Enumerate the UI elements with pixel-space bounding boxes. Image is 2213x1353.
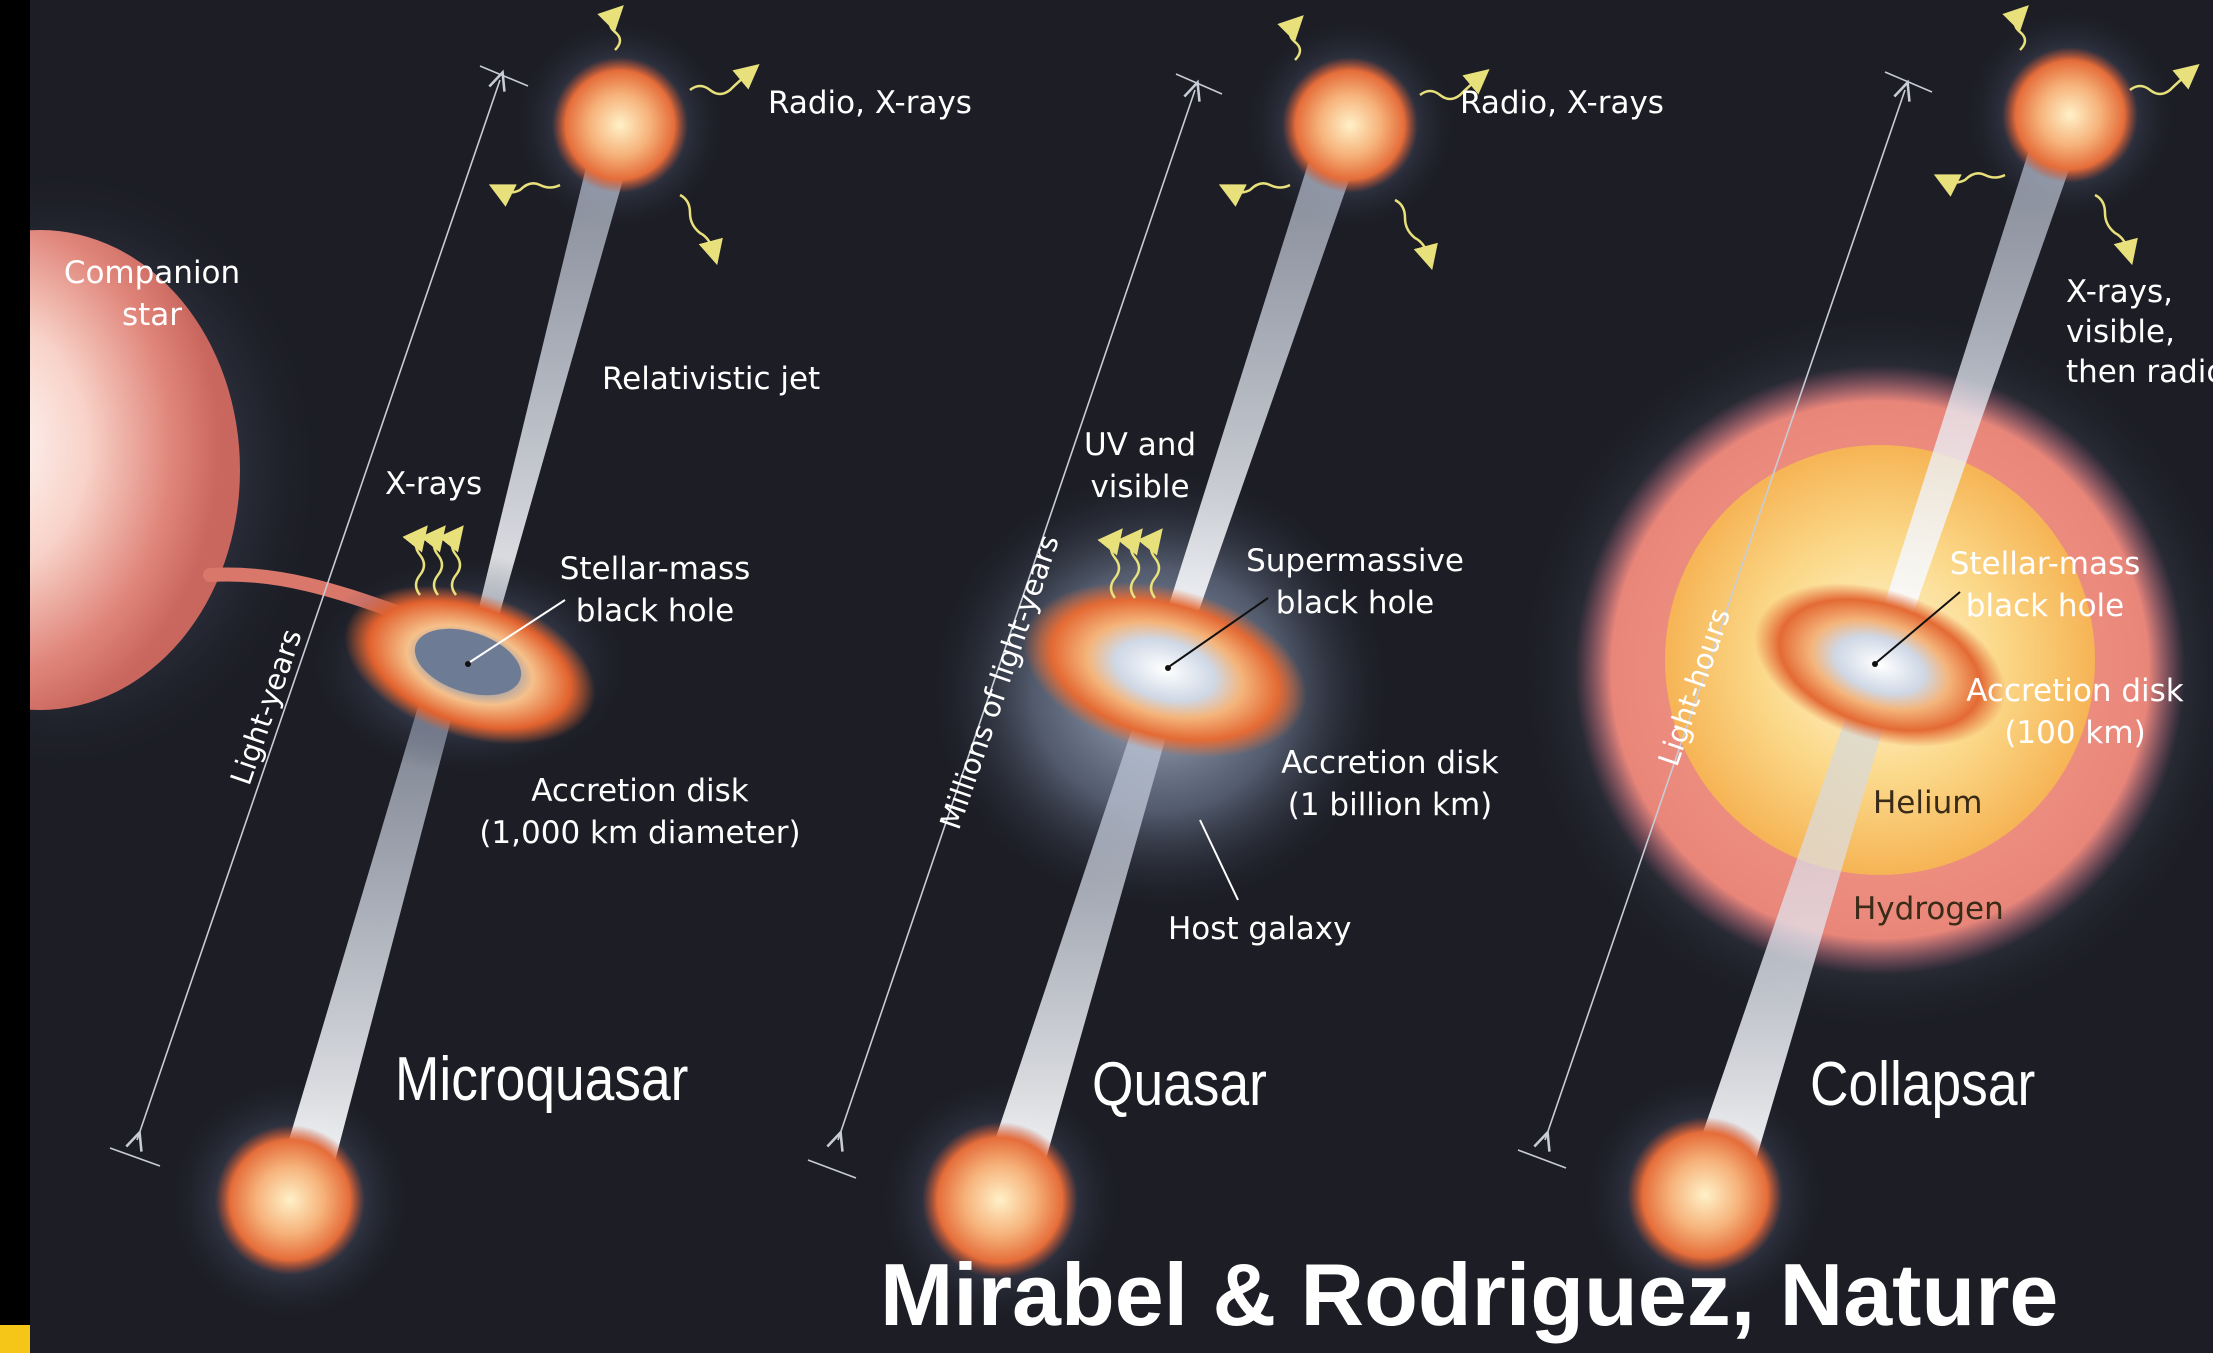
scale-tick-bottom <box>109 1147 161 1167</box>
black-hole-label: Stellar-mass black hole <box>1940 543 2150 627</box>
companion-line-1: Companion <box>63 255 241 291</box>
hydrogen-label: Hydrogen <box>1853 891 2004 927</box>
relativistic-jet-up <box>465 110 640 665</box>
black-hole-line-1: Stellar-mass <box>1949 546 2141 582</box>
microquasar-panel <box>0 5 760 1320</box>
scale-tick-bottom <box>807 1159 857 1179</box>
black-hole-line-1: Supermassive <box>1246 543 1464 579</box>
panel-title: Collapsar <box>1810 1050 2036 1119</box>
host-galaxy-label: Host galaxy <box>1168 911 1352 947</box>
black-hole-label: Supermassive black hole <box>1245 540 1465 624</box>
black-hole-label: Stellar-mass black hole <box>555 548 755 632</box>
companion-star-label: Companion star <box>62 252 242 336</box>
accretion-disk-line-2: (100 km) <box>2004 715 2146 751</box>
panel-title: Microquasar <box>395 1045 689 1114</box>
scale-tick-top <box>1884 71 1933 93</box>
black-hole-line-2: black hole <box>1965 588 2125 624</box>
helium-label: Helium <box>1873 785 1983 821</box>
uv-line-2: visible <box>1090 469 1190 505</box>
black-hole-line-1: Stellar-mass <box>559 551 751 587</box>
scale-line <box>826 79 1201 1152</box>
scale-tick-top <box>1175 73 1223 95</box>
emission-line-2: visible, <box>2066 314 2175 350</box>
collapsar-jet-up <box>1865 100 2090 665</box>
xrays-label: X-rays <box>385 466 483 502</box>
accretion-disk-label: Accretion disk (100 km) <box>1955 670 2195 754</box>
collapsar-panel <box>1517 5 2213 1315</box>
scale-line <box>125 69 506 1152</box>
accretion-disk-line-1: Accretion disk <box>531 773 749 809</box>
accretion-disk-line-1: Accretion disk <box>1281 745 1499 781</box>
radio-xray-waves-top <box>1218 15 1490 271</box>
bottom-lobe <box>922 1122 1078 1278</box>
slide-accent-mark <box>0 1325 30 1353</box>
top-lobe <box>2002 47 2138 183</box>
left-edge-strip <box>0 0 30 1353</box>
black-hole-line-2: black hole <box>1275 585 1435 621</box>
panel-title: Quasar <box>1092 1050 1267 1119</box>
scale-line <box>1533 79 1911 1152</box>
emission-line-1: X-rays, <box>2066 274 2173 310</box>
relativistic-jet-label: Relativistic jet <box>602 361 821 397</box>
citation-credit: Mirabel & Rodriguez, Nature <box>880 1245 2059 1344</box>
accretion-disk-line-1: Accretion disk <box>1966 673 2184 709</box>
top-lobe <box>1282 57 1418 193</box>
uv-line-1: UV and <box>1083 427 1197 463</box>
accretion-disk-label: Accretion disk (1,000 km diameter) <box>470 770 810 854</box>
scale-tick-bottom <box>1517 1149 1567 1169</box>
scale-tick-top <box>479 65 529 87</box>
quasar-panel <box>807 15 1490 1320</box>
radio-xrays-label: Radio, X-rays <box>1460 85 1664 121</box>
bottom-lobe <box>1627 1117 1783 1273</box>
quasar-jet-up <box>1150 110 1370 665</box>
radio-xrays-label: Radio, X-rays <box>768 85 972 121</box>
host-galaxy-pointer <box>1199 819 1239 901</box>
accretion-disk-line-2: (1,000 km diameter) <box>479 815 801 851</box>
radio-xray-waves-top <box>488 5 760 266</box>
bottom-lobe <box>215 1125 365 1275</box>
accretion-disk-label: Accretion disk (1 billion km) <box>1270 742 1510 826</box>
emission-line-3: then radio <box>2066 354 2213 390</box>
top-lobe <box>552 57 688 193</box>
emission-label: X-rays, visible, then radio <box>2066 272 2213 392</box>
accretion-disk-line-2: (1 billion km) <box>1287 787 1493 823</box>
xray-visible-radio-waves <box>1933 5 2200 266</box>
companion-line-2: star <box>121 297 183 333</box>
black-hole-line-2: black hole <box>575 593 735 629</box>
uv-visible-label: UV and visible <box>1080 424 1200 508</box>
